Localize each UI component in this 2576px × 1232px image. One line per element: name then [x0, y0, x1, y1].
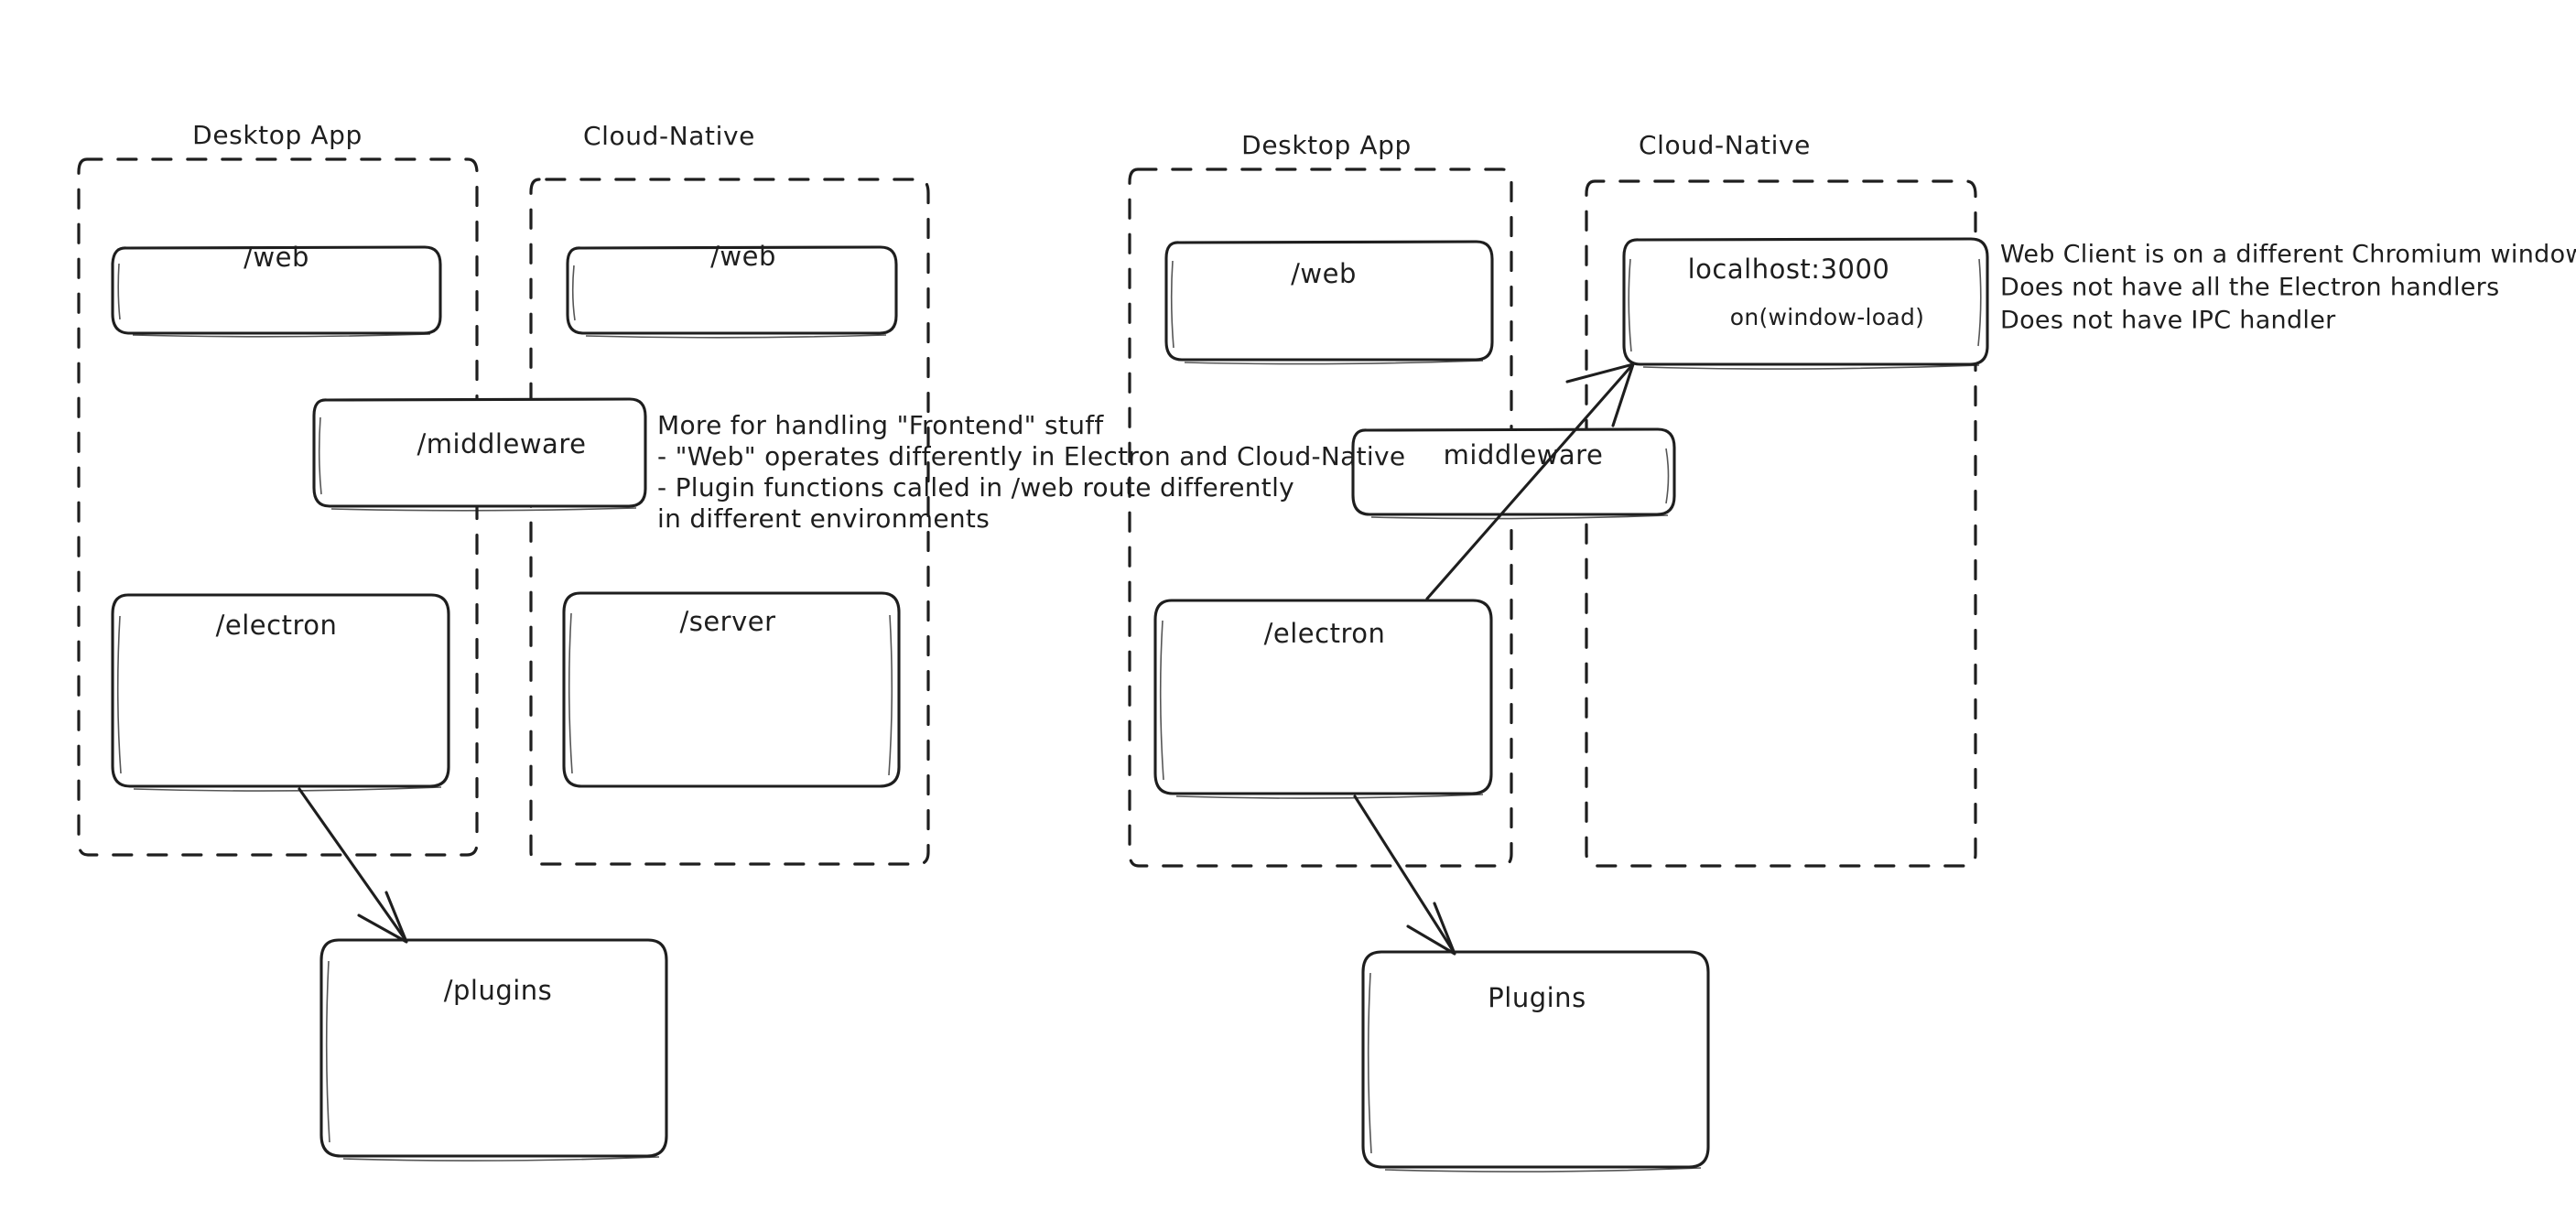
edge-right-electron-to-plugins [1353, 794, 1456, 956]
node-left-desktop-web[interactable] [111, 245, 442, 338]
group-label-right-cloud-native: Cloud-Native [1639, 130, 1811, 160]
node-label-right-electron: /electron [1264, 618, 1386, 649]
node-label-left-desktop-web: /web [244, 242, 309, 273]
node-label-left-electron: /electron [216, 610, 338, 641]
edge-left-electron-to-plugins [298, 787, 408, 944]
green-note-line-2: - "Web" operates differently in Electron… [657, 441, 1405, 471]
node-label-right-middleware: middleware [1444, 439, 1604, 470]
annotation-green-note: More for handling "Frontend" stuff - "We… [657, 410, 1405, 534]
node-label-left-server: /server [679, 606, 775, 637]
group-right-cloud-native [1585, 179, 1977, 868]
node-label-left-cloud-web: /web [710, 241, 776, 272]
group-right-desktop-app [1128, 168, 1513, 868]
node-label-left-middleware: /middleware [417, 428, 587, 459]
node-left-cloud-web[interactable] [566, 245, 898, 339]
red-note-line-1: Web Client is on a different Chromium wi… [2000, 241, 2576, 269]
node-right-electron[interactable] [1153, 599, 1493, 799]
node-left-electron[interactable] [111, 593, 450, 792]
green-note-line-1: More for handling "Frontend" stuff [657, 410, 1104, 440]
node-right-middleware[interactable] [1351, 427, 1676, 520]
group-label-left-desktop-app: Desktop App [192, 120, 363, 150]
node-sublabel-right-localhost-onwindowload: on(window-load) [1730, 304, 1924, 330]
group-left-desktop-app [77, 157, 479, 857]
node-right-desktop-web[interactable] [1164, 240, 1494, 365]
node-left-middleware[interactable] [312, 397, 647, 512]
node-left-server[interactable] [562, 591, 901, 788]
node-right-localhost[interactable] [1622, 237, 1989, 370]
group-left-cloud-native [529, 178, 930, 866]
node-label-right-desktop-web: /web [1291, 258, 1357, 289]
node-label-right-plugins: Plugins [1488, 982, 1586, 1013]
annotation-red-note: Web Client is on a different Chromium wi… [2000, 241, 2576, 335]
node-label-left-plugins: /plugins [444, 975, 553, 1006]
green-note-line-4: in different environments [657, 503, 990, 534]
group-label-left-cloud-native: Cloud-Native [583, 121, 755, 151]
node-right-plugins[interactable] [1361, 950, 1710, 1173]
red-note-line-3: Does not have IPC handler [2000, 307, 2336, 335]
node-label-right-localhost: localhost:3000 [1688, 254, 1890, 285]
green-note-line-3: - Plugin functions called in /web route … [657, 472, 1294, 503]
edge-right-electron-to-localhost [1425, 362, 1635, 600]
group-label-right-desktop-app: Desktop App [1241, 130, 1412, 160]
node-left-plugins[interactable] [319, 938, 668, 1162]
red-note-line-2: Does not have all the Electron handlers [2000, 274, 2499, 302]
